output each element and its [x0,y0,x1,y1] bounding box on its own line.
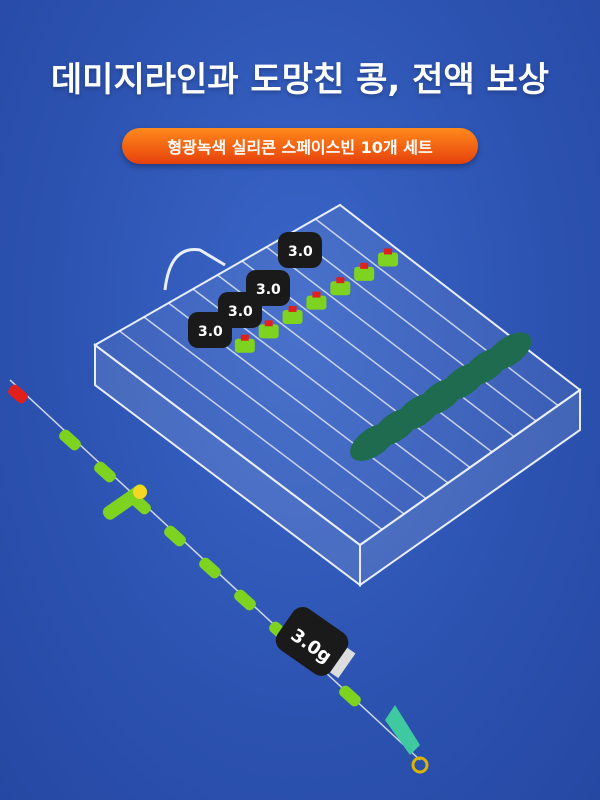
box-divider [266,246,515,438]
red-marker [336,277,345,284]
sinker-label: 3.0 [288,244,313,260]
red-marker [360,262,369,269]
promo-badge: 형광녹색 실리콘 스페이스빈 10개 세트 [122,128,478,164]
green-tube [354,266,375,281]
sinker-label: 3.0 [228,304,253,320]
sinker-weight: 3.0g [275,607,356,679]
sinker: 3.0 [246,270,290,306]
box-divider [315,218,559,407]
sinkers-in-box: 3.03.03.03.0 [188,232,322,348]
green-tube [306,295,327,310]
red-marker [288,305,297,312]
headline: 데미지라인과 도망친 콩, 전액 보상 [50,60,550,100]
silicone-tube [339,685,361,707]
red-bead [8,384,28,404]
box-divider [119,330,383,531]
silicone-tube [94,461,116,483]
sinker-label: 3.0 [198,324,223,340]
red-marker [240,334,249,341]
sinker-label: 3.0 [256,282,281,298]
sinker: 3.0 [278,232,322,268]
green-tube [282,309,303,324]
silicone-tube [59,429,81,451]
red-marker [384,248,393,255]
float-body [485,332,532,371]
box-divider [143,316,405,515]
rig-assembly: 3.0g [8,379,429,774]
red-marker [264,320,273,327]
green-tube [378,252,399,267]
green-tube [234,338,255,353]
box-divider [290,232,537,422]
silicone-tube [199,557,221,579]
green-tube [258,324,279,339]
silicone-tube [164,525,186,547]
silicone-tube [234,589,256,611]
red-marker [312,291,321,298]
green-tube [330,281,351,296]
float-rows [234,248,532,461]
